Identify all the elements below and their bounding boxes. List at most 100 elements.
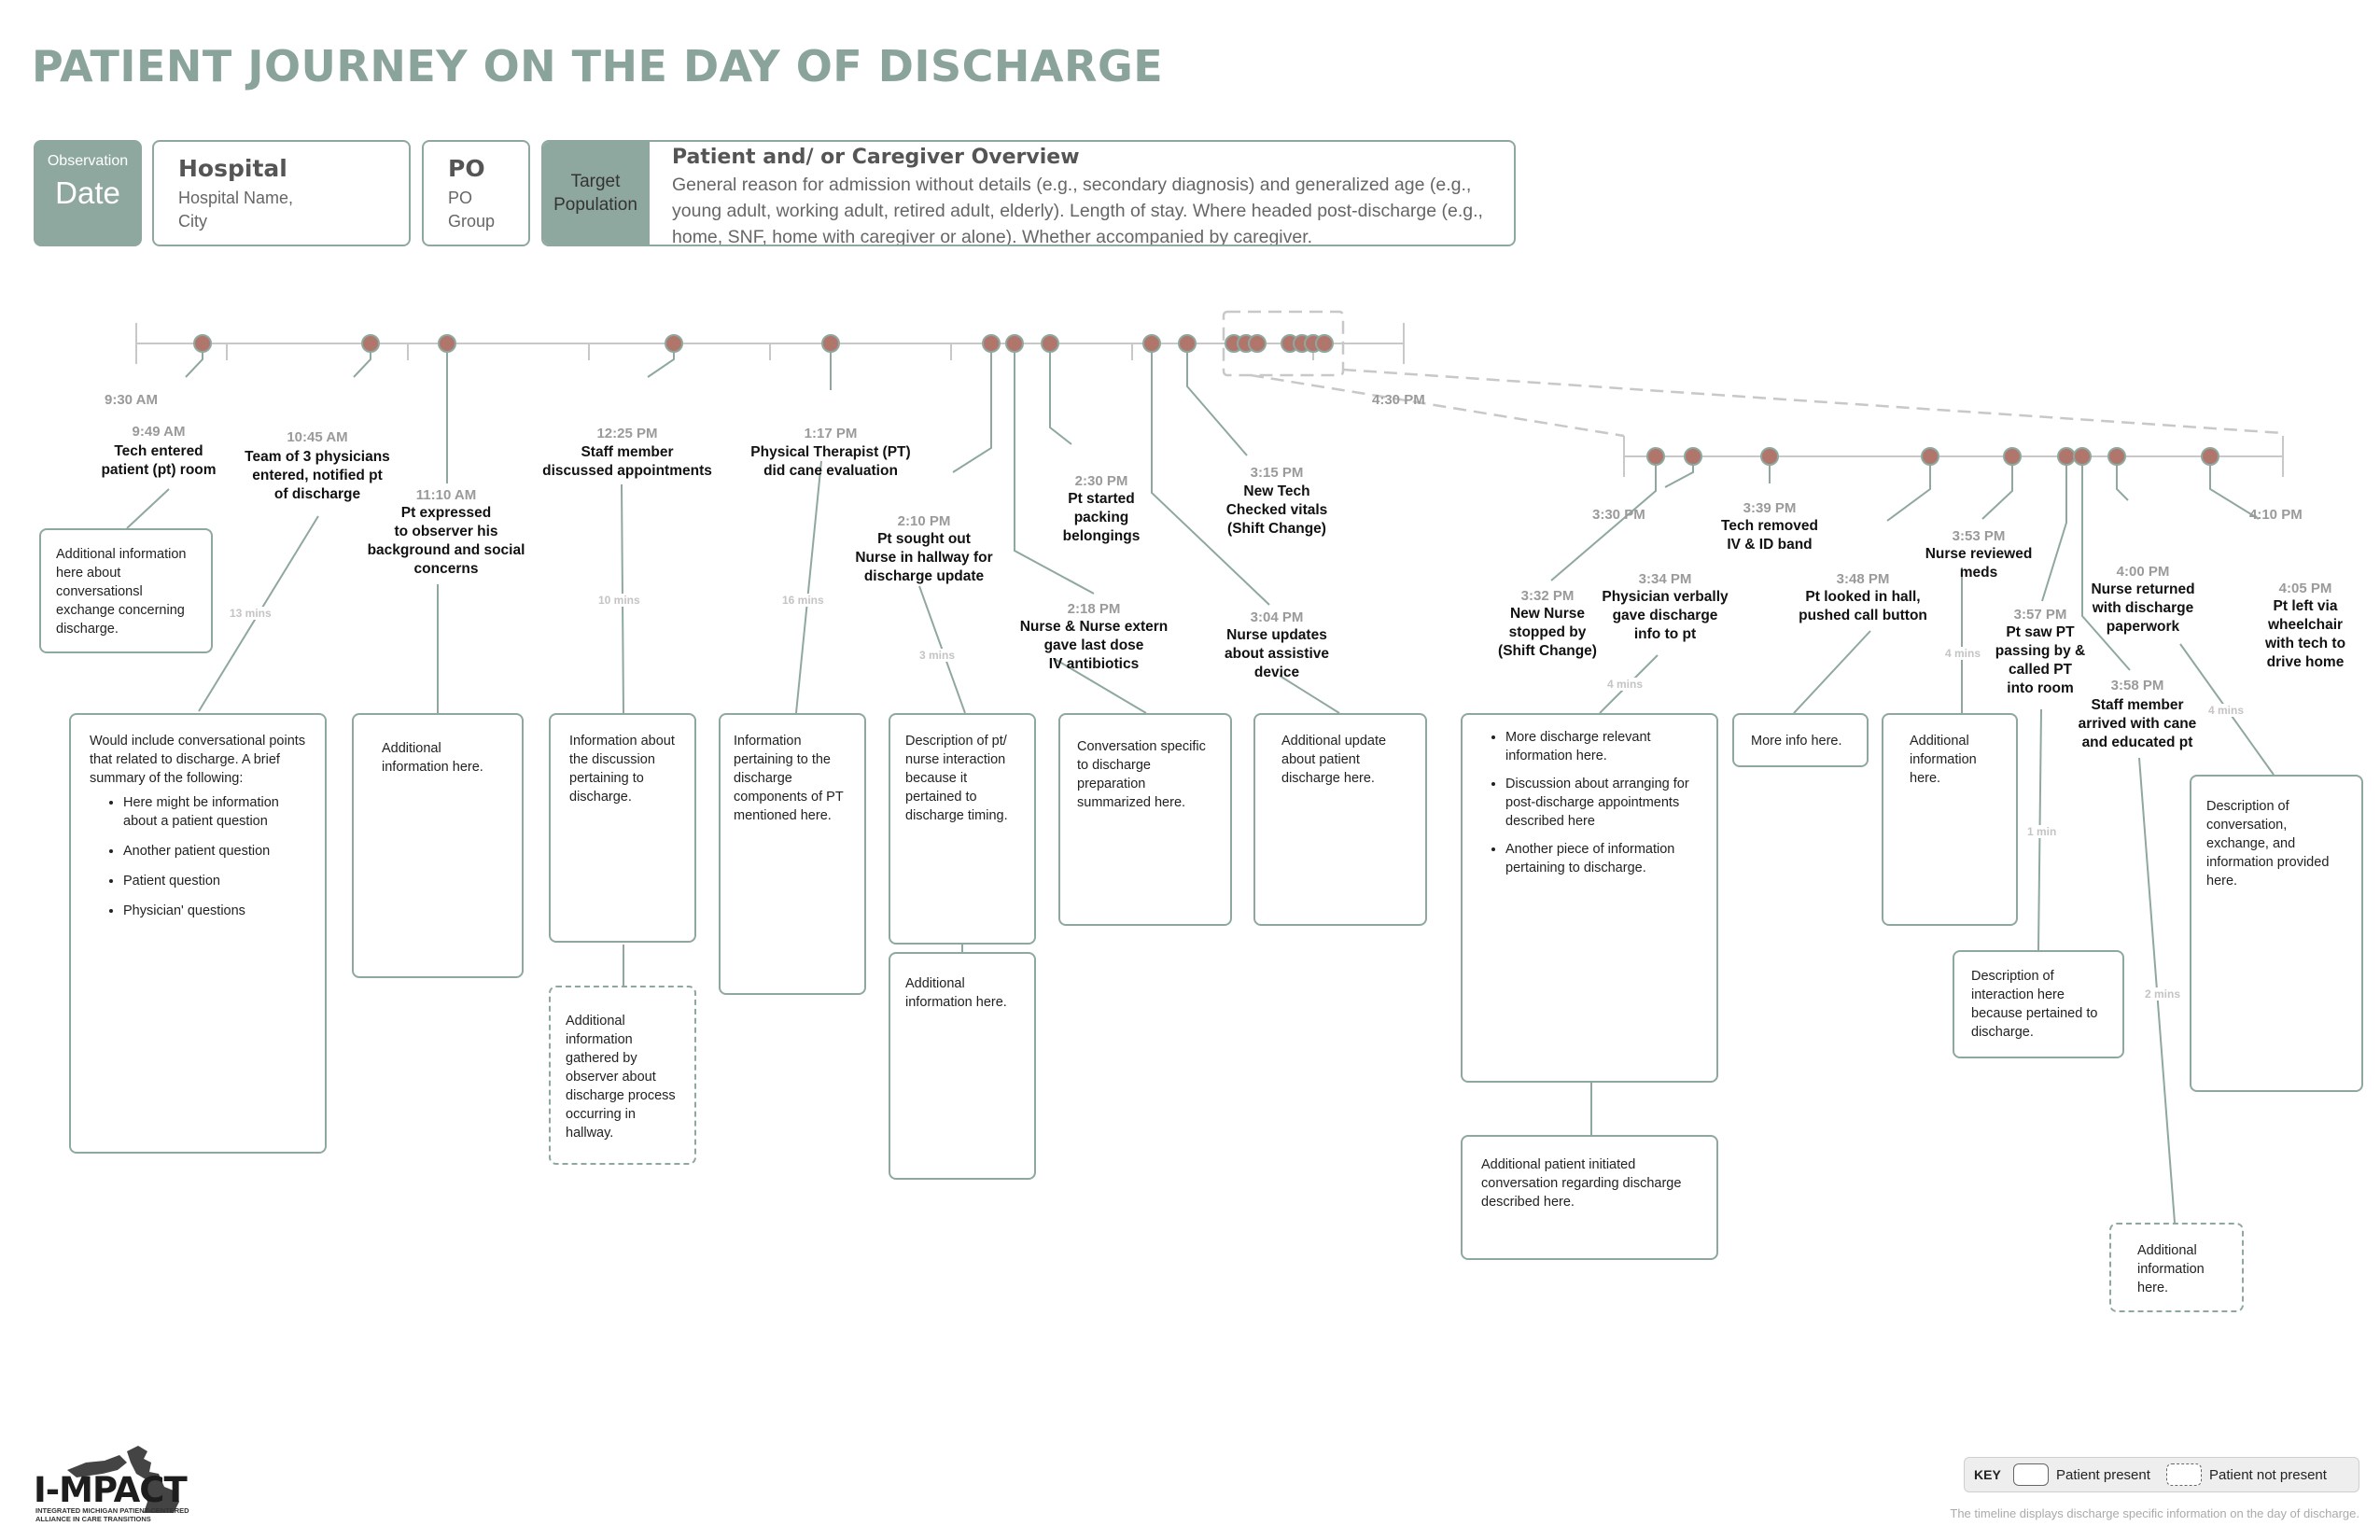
duration-label: 16 mins [780,594,826,607]
overview-card: Target Population Patient and/ or Caregi… [541,140,1516,246]
info-box-text: Conversation specific to discharge prepa… [1077,739,1206,810]
observation-label: Observation [47,153,129,169]
event-description: Physical Therapist (PT) did cane evaluat… [750,444,911,479]
michigan-map-icon [67,1446,179,1513]
info-box-text: Additional information here about conver… [56,547,187,637]
event-description: Pt sought out Nurse in hallway for disch… [855,531,993,584]
list-item: Discussion about arranging for post-disc… [1505,775,1703,831]
key-not-present-label: Patient not present [2209,1467,2327,1483]
info-box: More info here. [1732,713,1869,767]
info-box-text: Description of conversation, exchange, a… [2206,799,2330,889]
event-dot [665,334,683,353]
info-box: Additional update about patient discharg… [1253,713,1427,926]
event-dot [2107,447,2126,466]
info-box-text: Additional information here. [2137,1243,2205,1295]
info-box-text: Description of interaction here because … [1971,969,2098,1040]
zoom-start-label: 3:30 PM [1592,507,1645,523]
po-title: PO [448,155,485,182]
event-description: Pt looked in hall, pushed call button [1799,589,1927,623]
event-description: New Tech Checked vitals (Shift Change) [1225,483,1328,537]
info-box: Conversation specific to discharge prepa… [1058,713,1232,926]
event-time: 3:48 PM [1836,571,1890,587]
axis-start-label: 9:30 AM [105,392,158,408]
swatch-patient-present [2013,1463,2049,1486]
info-box-text: Additional update about patient discharg… [1281,734,1387,786]
info-box-text: Information pertaining to the discharge … [734,734,844,823]
event-time: 12:25 PM [596,426,658,441]
event-description: Nurse updates about assistive device [1225,627,1329,680]
hospital-title: Hospital [178,155,287,182]
info-box: Additional information here. [352,713,524,978]
event-time: 4:05 PM [2278,581,2332,596]
event-dot [1041,334,1059,353]
event-time: 4:00 PM [2116,564,2170,580]
event-description: Physician verbally gave discharge info t… [1602,589,1729,642]
event-description: Tech removed IV & ID band [1721,518,1818,553]
event-dot [1248,334,1267,353]
event-description: Pt expressed to observer his background … [367,505,525,577]
info-box-text: Additional information here. [382,741,483,775]
event-description: Pt started packing belongings [1062,491,1141,544]
info-box: Additional information here about conver… [39,528,213,653]
event-dot [2201,447,2219,466]
observation-date: Date [55,175,120,210]
event-time: 10:45 AM [287,429,348,445]
duration-label: 13 mins [228,607,273,620]
duration-label: 3 mins [917,649,958,662]
event-time: 3:04 PM [1250,609,1304,625]
info-box: Would include conversational points that… [69,713,327,1154]
list-item: Another patient question [123,842,312,861]
event-time: 2:10 PM [897,513,951,529]
event-description: Pt left via wheelchair with tech to driv… [2264,598,2346,670]
duration-label: 4 mins [2206,704,2247,717]
list-item: Patient question [123,872,312,890]
event-time: 3:39 PM [1743,500,1797,516]
key-label: KEY [1974,1467,2001,1482]
info-box-text: Additional information gathered by obser… [566,1014,676,1141]
info-box-patient-not-present: Additional information here. [2109,1223,2244,1312]
info-box-text: Information about the discussion pertain… [569,734,675,805]
event-description: Nurse reviewed meds [1925,546,2033,581]
overview-text: General reason for admission without det… [672,175,1483,246]
event-dots [193,334,2219,466]
duration-label: 4 mins [1943,647,1983,660]
info-box: Information pertaining to the discharge … [719,713,866,995]
event-dot [361,334,380,353]
key-present-label: Patient present [2056,1467,2150,1483]
zoom-end-label: 4:10 PM [2249,507,2303,523]
info-box: Information about the discussion pertain… [549,713,696,943]
event-dot [2057,447,2076,466]
info-box: Description of interaction here because … [1953,950,2124,1058]
info-box-text: Additional information here. [905,976,1007,1010]
info-box-text: Additional patient initiated conversatio… [1481,1157,1682,1210]
event-dot [1315,334,1334,353]
event-time: 3:32 PM [1520,588,1575,604]
po-card: PO PO Group [422,140,530,246]
event-description: Staff member discussed appointments [542,444,712,479]
event-dot [1646,447,1665,466]
event-time: 3:58 PM [2110,678,2164,693]
duration-label: 10 mins [596,594,642,607]
info-box: Additional patient initiated conversatio… [1461,1135,1718,1260]
target-population-label: Target Population [553,172,637,215]
footnote: The timeline displays discharge specific… [1950,1506,2359,1520]
event-description: Tech entered patient (pt) room [101,443,217,478]
info-box: Description of pt/ nurse interaction bec… [889,713,1036,945]
duration-label: 2 mins [2143,987,2183,1001]
info-box: Additional information here. [1882,713,2018,926]
hospital-card: Hospital Hospital Name, City [152,140,411,246]
observation-date-card: Observation Date [34,140,142,246]
event-dot [1760,447,1779,466]
info-box-list: Here might be information about a patien… [90,793,312,920]
event-description: Pt saw PT passing by & called PT into ro… [1995,624,2086,696]
event-dot [1921,447,1939,466]
logo-wordmark: I-MPACT [34,1470,188,1510]
event-dot [2073,447,2092,466]
page-title: PATIENT JOURNEY ON THE DAY OF DISCHARGE [32,41,1164,91]
event-dot [982,334,1001,353]
duration-label: 1 min [2025,825,2059,838]
event-dot [821,334,840,353]
event-time: 3:15 PM [1250,465,1304,481]
overview-title: Patient and/ or Caregiver Overview [672,146,1080,169]
legend-key: KEY Patient present Patient not present [1964,1457,2359,1492]
